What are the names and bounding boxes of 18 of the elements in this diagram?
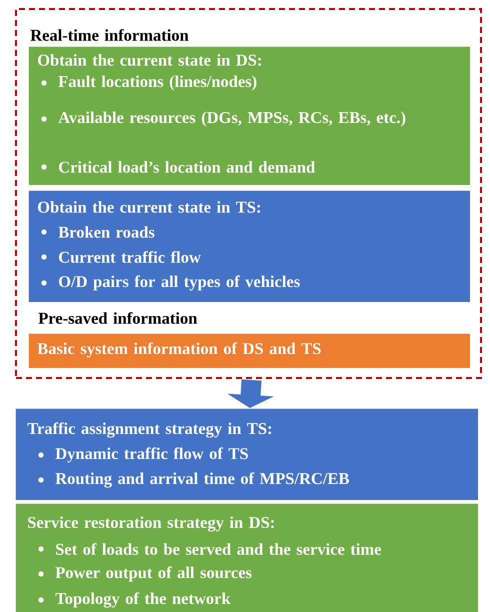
bullet-item: Routing and arrival time of MPS/RC/EB (38, 472, 349, 488)
bullet-item: Broken roads (41, 226, 154, 238)
bullet-item: Current traffic flow (41, 251, 201, 263)
box-heading: Pre-saved information (38, 312, 198, 324)
box-heading: Basic system information of DS and TS (37, 342, 321, 358)
bullet-item: Topology of the network (38, 592, 231, 608)
bullet-item: Power output of all sources (38, 566, 252, 582)
box-heading: Traffic assignment strategy in TS: (27, 422, 272, 438)
bullet-item: Critical load’s location and demand (41, 161, 315, 173)
box-heading: Obtain the current state in TS: (38, 201, 260, 213)
box-heading: Obtain the current state in DS: (38, 54, 261, 66)
bullet-item: Dynamic traffic flow of TS (38, 447, 248, 463)
bullet-item: Available resources (DGs, MPSs, RCs, EBs, etc.) (41, 112, 406, 126)
box-heading: Real-time information (30, 29, 188, 41)
bullet-item: Set of loads to be served and the service time (38, 543, 382, 555)
bullet-item: Fault locations (lines/nodes) (41, 76, 256, 90)
bullet-item: O/D pairs for all types of vehicles (41, 275, 300, 291)
box-heading: Service restoration strategy in DS: (28, 516, 274, 532)
